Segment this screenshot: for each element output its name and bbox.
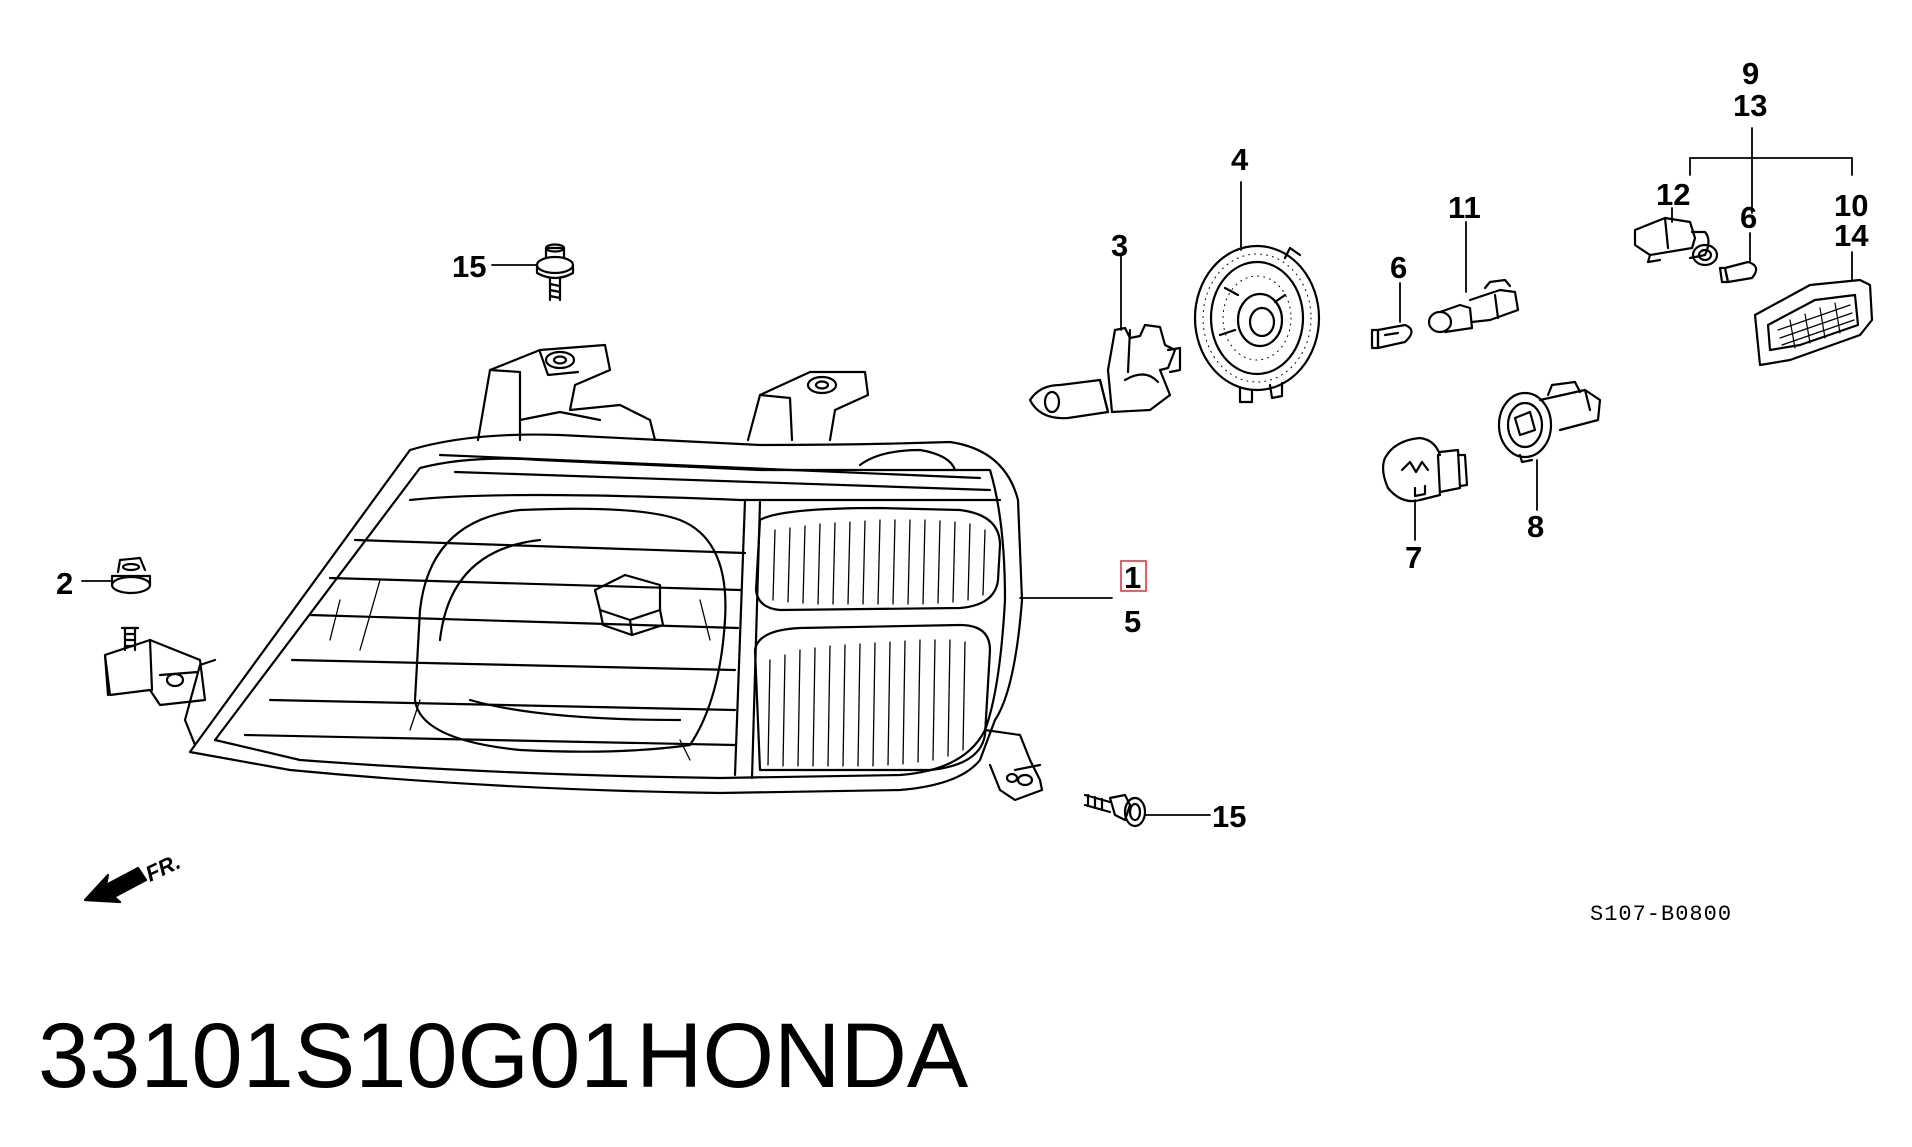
wedge-bulb-right (1718, 260, 1758, 284)
leader-lines (81, 127, 1853, 816)
callout-retainer-ring: 4 (1231, 142, 1249, 177)
callout-socket-12: 12 (1656, 177, 1690, 212)
callout-socket-11: 11 (1448, 190, 1481, 225)
callout-label-14: 14 (1834, 218, 1869, 253)
bulb-7 (1381, 436, 1469, 503)
callout-wedge-bulb-right: 6 (1740, 200, 1757, 235)
callout-bolt-bottom: 15 (1212, 799, 1246, 834)
callout-bulb-socket: 3 (1111, 228, 1128, 263)
callout-headlight-5: 5 (1124, 604, 1141, 639)
callout-label-9: 9 (1742, 56, 1759, 91)
bulb-socket-12 (1633, 216, 1719, 267)
wedge-bulb-small (1370, 323, 1413, 350)
front-direction-arrow-icon (83, 866, 148, 904)
bolt-bottom (1083, 793, 1147, 828)
callout-label-10: 10 (1834, 188, 1868, 223)
callout-wedge-bulb-small: 6 (1390, 250, 1407, 285)
front-arrow-label: FR. (142, 849, 185, 887)
bolt-top (535, 243, 575, 302)
diagram-code: S107-B0800 (1590, 902, 1732, 927)
callout-socket-8: 8 (1527, 509, 1544, 544)
callout-headlight-1: 1 (1124, 560, 1141, 595)
headlight-assembly (103, 343, 1044, 802)
bulb-socket-8 (1497, 380, 1602, 464)
bulb-socket-11 (1427, 278, 1520, 334)
callout-nut: 2 (56, 566, 73, 601)
bulb-retainer (1193, 244, 1321, 404)
flange-nut (110, 556, 152, 595)
headlight-bulb (1028, 323, 1182, 420)
part-number: 33101S10G01 (38, 1005, 632, 1107)
callout-label-13: 13 (1733, 88, 1767, 123)
side-marker-lamp (1753, 278, 1874, 367)
callout-bulb-7: 7 (1405, 540, 1422, 575)
brand-name: HONDA (636, 1005, 969, 1107)
callout-bolt-top: 15 (452, 249, 486, 284)
callout-highlight-box (1120, 560, 1147, 592)
